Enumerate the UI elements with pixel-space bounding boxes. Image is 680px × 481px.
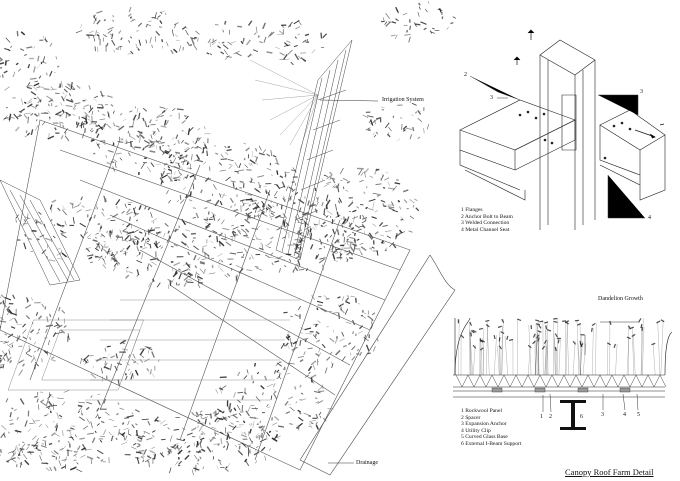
section-legend: 1 Rockwool Panel 2 Spacer 3 Expansion An… — [461, 408, 521, 448]
section-callout: 5 — [637, 412, 640, 418]
legend-item: 3 Welded Connection — [461, 220, 510, 227]
irrigation-system-label: Irrigation System — [382, 97, 424, 103]
connection-legend: 1 Flanges 2 Anchor Bolt to Beam 3 Welded… — [461, 207, 513, 233]
section-callout: 3 — [601, 412, 604, 418]
roof-frame — [0, 119, 411, 471]
section-callout: 6 — [580, 414, 583, 420]
legend-item: 1 Rockwool Panel — [461, 408, 503, 414]
section-spacers — [491, 387, 631, 393]
legend-item: 4 Utility Clip — [461, 427, 491, 434]
connection-callout: 4 — [648, 215, 651, 221]
section-callout: 4 — [623, 412, 626, 418]
glass-grid — [7, 299, 300, 401]
connection-arrows — [513, 29, 665, 139]
legend-item: 3 Expansion Anchor — [461, 421, 507, 428]
rockwool-zigzag — [455, 374, 667, 388]
roof-section-detail — [453, 317, 673, 398]
label-leaders — [319, 99, 379, 464]
connection-callout: 3 — [640, 89, 643, 95]
section-callout: 2 — [549, 414, 552, 420]
connection-leaders — [469, 75, 645, 219]
connection-callout: 2 — [464, 72, 467, 78]
connection-bolts — [518, 110, 632, 160]
curved-glass-edge — [299, 254, 456, 476]
legend-item: 2 Spacer — [461, 414, 481, 421]
i-beam-support — [560, 400, 586, 430]
legend-item: 1 Flanges — [461, 207, 483, 213]
legend-item: 6 External I-Beam Support — [461, 440, 522, 447]
irrigation-tower — [275, 39, 353, 261]
legend-item: 2 Anchor Bolt to Beam — [461, 213, 513, 220]
irrigation-spray — [249, 59, 319, 151]
connection-callout: 3 — [490, 95, 493, 101]
sheet-title: Canopy Roof Farm Detail — [565, 467, 654, 477]
drainage-label: Drainage — [356, 460, 378, 466]
section-callout: 1 — [540, 414, 543, 420]
dandelion-growth-label: Dandelion Growth — [598, 296, 643, 302]
foliage-hatching — [0, 1, 665, 476]
legend-item: 4 Metal Channel Seat — [461, 226, 510, 233]
legend-item: 5 Curved Glass Base — [461, 434, 508, 441]
left-structure — [0, 179, 81, 286]
beam-connection-detail — [459, 39, 666, 230]
section-leaders — [542, 321, 640, 413]
